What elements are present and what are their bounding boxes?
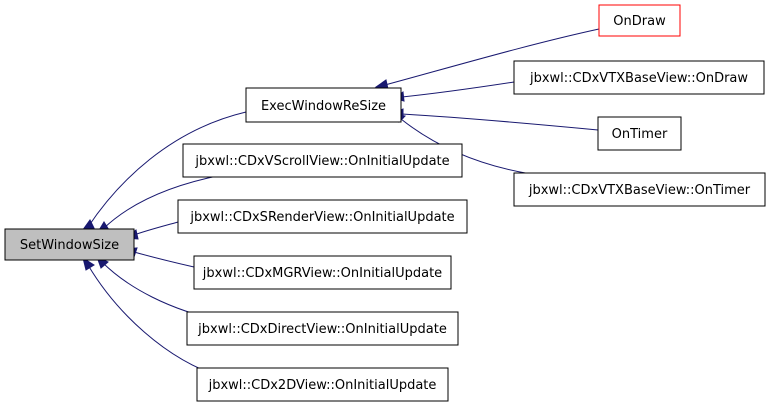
node-label-ondraw: OnDraw	[613, 14, 666, 29]
node-srender[interactable]: jbxwl::CDxSRenderView::OnInitialUpdate	[177, 199, 468, 234]
node-box-srender	[177, 199, 468, 234]
node-vtx-ondraw[interactable]: jbxwl::CDxVTXBaseView::OnDraw	[513, 60, 765, 95]
node-box-execwindowresize	[245, 87, 402, 123]
edge-execwindowresize-to-setwindowsize	[87, 111, 247, 228]
edge-ondraw-to-execwindowresize	[384, 28, 600, 86]
node-box-vtx-ondraw	[513, 60, 765, 95]
node-label-mgr: jbxwl::CDxMGRView::OnInitialUpdate	[202, 266, 442, 281]
node-label-vtx-ontimer: jbxwl::CDxVTXBaseView::OnTimer	[528, 183, 751, 198]
node-label-cdx2d: jbxwl::CDx2DView::OnInitialUpdate	[208, 378, 437, 393]
node-box-direct	[186, 311, 459, 346]
node-label-vscroll: jbxwl::CDxVScrollView::OnInitialUpdate	[194, 154, 449, 169]
node-label-direct: jbxwl::CDxDirectView::OnInitialUpdate	[197, 322, 447, 337]
node-label-ontimer: OnTimer	[612, 127, 668, 142]
node-box-ondraw	[598, 4, 681, 37]
node-execwindowresize[interactable]: ExecWindowReSize	[245, 87, 402, 123]
edge-mgr-to-setwindowsize	[133, 251, 195, 268]
node-vtx-ontimer[interactable]: jbxwl::CDxVTXBaseView::OnTimer	[513, 172, 766, 207]
node-box-setwindowsize	[4, 228, 135, 261]
node-box-cdx2d	[196, 367, 449, 402]
node-box-vscroll	[182, 143, 463, 178]
node-label-vtx-ondraw: jbxwl::CDxVTXBaseView::OnDraw	[529, 71, 748, 86]
node-cdx2d[interactable]: jbxwl::CDx2DView::OnInitialUpdate	[196, 367, 449, 402]
edge-srender-to-setwindowsize	[133, 221, 179, 236]
edge-vtxondraw-to-execwindowresize	[401, 81, 515, 98]
node-mgr[interactable]: jbxwl::CDxMGRView::OnInitialUpdate	[193, 255, 452, 290]
node-direct[interactable]: jbxwl::CDxDirectView::OnInitialUpdate	[186, 311, 459, 346]
node-box-ontimer	[597, 116, 682, 151]
node-setwindowsize[interactable]: SetWindowSize	[4, 228, 135, 261]
node-box-vtx-ontimer	[513, 172, 766, 207]
node-label-execwindowresize: ExecWindowReSize	[261, 99, 386, 114]
edge-vscroll-to-setwindowsize	[102, 174, 223, 230]
node-ontimer[interactable]: OnTimer	[597, 116, 682, 151]
node-label-srender: jbxwl::CDxSRenderView::OnInitialUpdate	[189, 210, 454, 225]
edge-ontimer-to-execwindowresize	[401, 113, 599, 131]
node-label-setwindowsize: SetWindowSize	[20, 238, 119, 253]
node-box-mgr	[193, 255, 452, 290]
node-ondraw[interactable]: OnDraw	[598, 4, 681, 37]
node-vscroll[interactable]: jbxwl::CDxVScrollView::OnInitialUpdate	[182, 143, 463, 178]
arrowhead-cdx2d	[82, 256, 95, 271]
